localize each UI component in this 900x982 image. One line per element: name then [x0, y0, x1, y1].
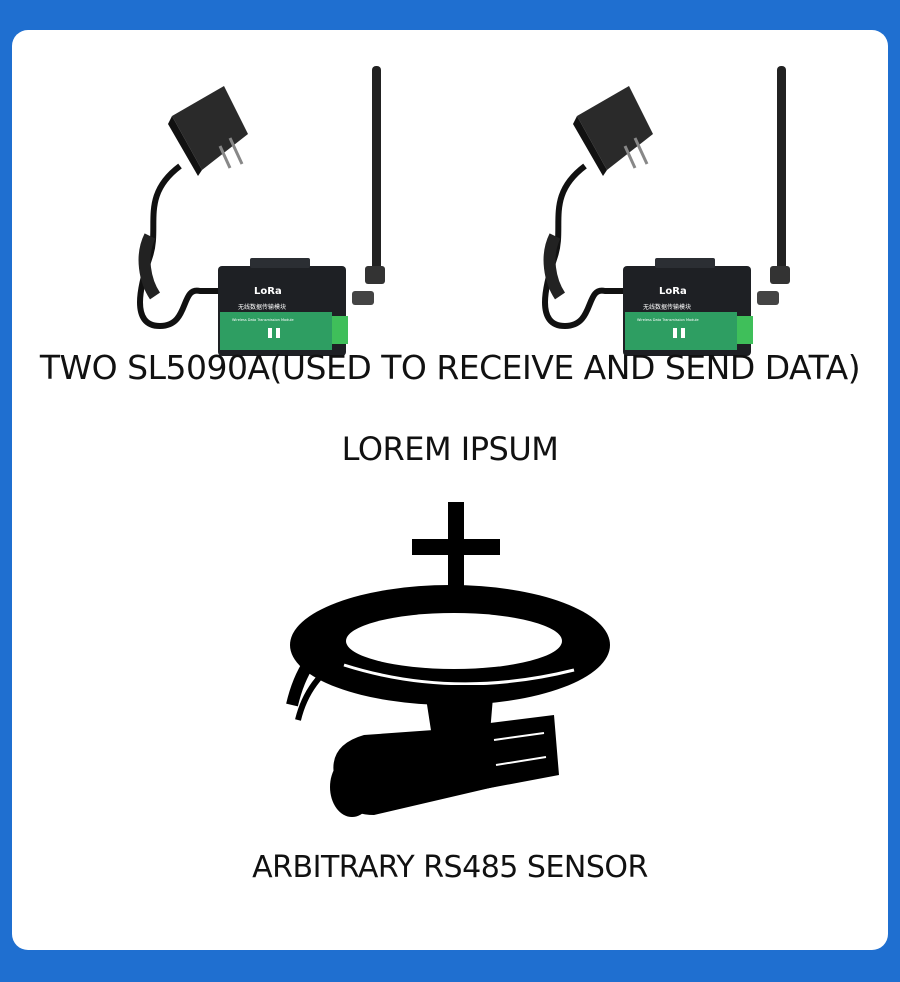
- brand-label: LoRa: [254, 286, 282, 297]
- antenna-icon: [372, 66, 381, 276]
- chinese-label: 无线数据传输模块: [238, 303, 286, 311]
- lora-module-image: LoRa 无线数据传输模块 Wireless Data Transmission…: [542, 66, 790, 356]
- lorem-caption: LOREM IPSUM: [341, 430, 559, 468]
- lora-module-right: LoRa 无线数据传输模块 Wireless Data Transmission…: [525, 66, 795, 356]
- brand-label: LoRa: [659, 286, 687, 297]
- content-card: LoRa 无线数据传输模块 Wireless Data Transmission…: [12, 30, 888, 950]
- antenna-icon: [777, 66, 786, 276]
- english-label: Wireless Data Transmission Module: [637, 318, 699, 322]
- english-label: Wireless Data Transmission Module: [232, 318, 294, 322]
- power-adapter-icon: [573, 86, 653, 176]
- plus-icon: [412, 502, 502, 592]
- lora-module-left: LoRa 无线数据传输模块 Wireless Data Transmission…: [120, 66, 390, 356]
- chinese-label: 无线数据传输模块: [643, 303, 691, 311]
- power-adapter-icon: [168, 86, 248, 176]
- sensor-caption: ARBITRARY RS485 SENSOR: [252, 850, 648, 885]
- rs485-sensor-image: [274, 575, 614, 835]
- sensor-silhouette-icon: [286, 585, 610, 817]
- modules-caption: TWO SL5090A(USED TO RECEIVE AND SEND DAT…: [39, 348, 861, 387]
- lora-module-image: LoRa 无线数据传输模块 Wireless Data Transmission…: [137, 66, 385, 356]
